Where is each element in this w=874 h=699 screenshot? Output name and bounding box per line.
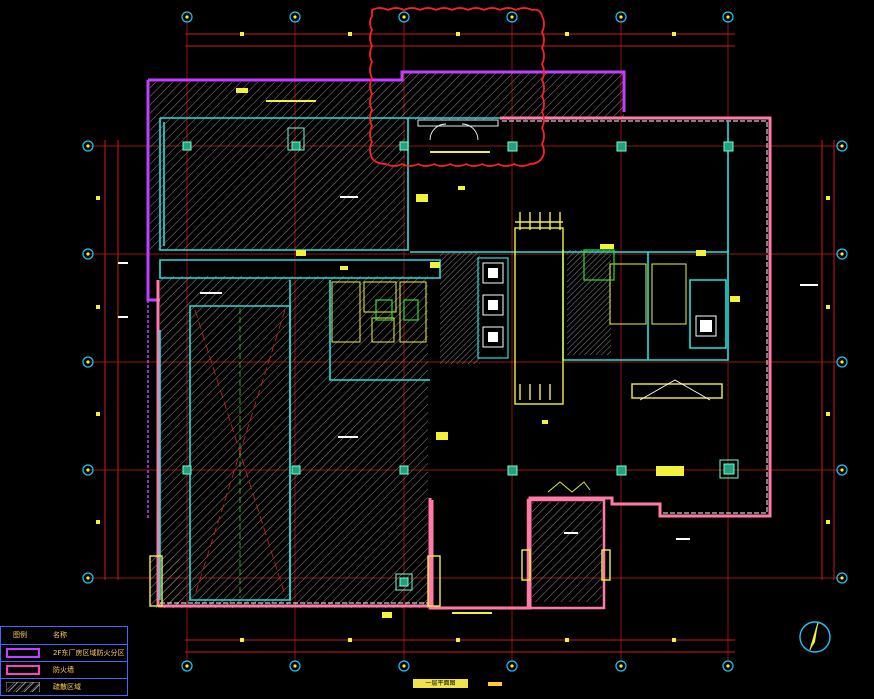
legend-row-label: 防火墙 — [53, 666, 74, 674]
legend-swatch-magenta — [6, 665, 40, 675]
legend-table: 图例 名称 2F东厂房区域防火分区 防火墙 疏散区域 — [0, 626, 128, 696]
legend-row: 疏散区域 — [1, 678, 127, 696]
legend-swatch-purple — [6, 648, 40, 658]
equipment-markers — [236, 88, 740, 618]
legend-row-label: 2F东厂房区域防火分区 — [53, 649, 125, 657]
exterior-wall-right-inner — [502, 120, 768, 514]
service-rooms-green — [375, 249, 615, 321]
dimension-ticks — [96, 32, 830, 642]
central-corridor-yellow — [149, 212, 723, 607]
title-scale-bar — [488, 682, 502, 686]
legend-swatch-hatch — [6, 682, 40, 692]
legend-row: 防火墙 — [1, 661, 127, 678]
annotation-marks — [118, 100, 818, 614]
south-bay-wall — [526, 498, 606, 610]
legend-row: 2F东厂房区域防火分区 — [1, 644, 127, 661]
north-arrow-icon — [799, 621, 831, 653]
legend-header-col2: 名称 — [53, 631, 67, 639]
hatched-areas — [150, 72, 624, 608]
door-swings — [417, 119, 711, 493]
legend-header: 图例 名称 — [1, 627, 127, 644]
structural-columns — [182, 127, 739, 591]
drawing-title: 一层平面图 — [413, 679, 468, 688]
legend-header-col1: 图例 — [13, 631, 27, 639]
exterior-wall-right — [428, 116, 772, 610]
axis-bubble-dots — [86, 15, 844, 668]
elevator-core — [477, 257, 717, 359]
service-rooms — [331, 263, 687, 343]
axis-bubbles-top — [82, 11, 848, 672]
revision-cloud — [369, 7, 545, 167]
legend-row-label: 疏散区域 — [53, 683, 81, 691]
